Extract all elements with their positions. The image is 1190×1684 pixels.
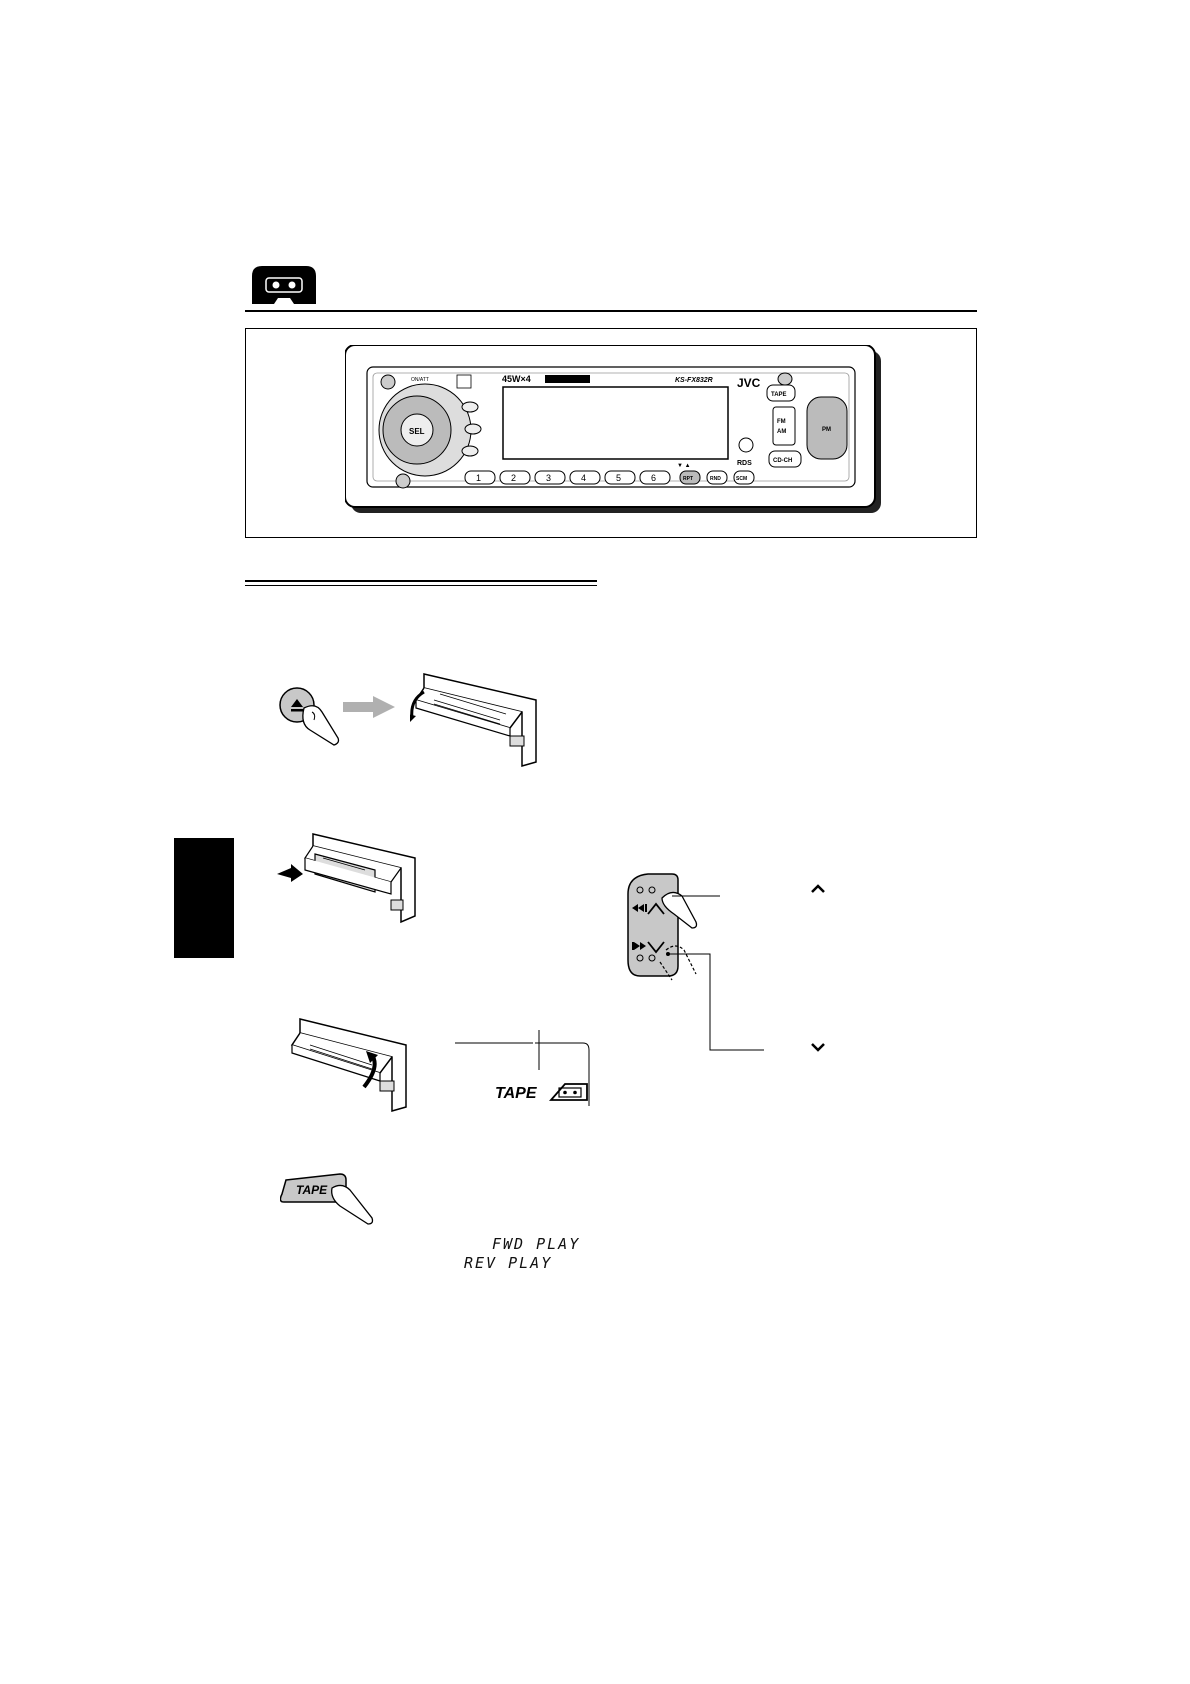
rds-label: RDS — [737, 460, 752, 467]
svg-text:RND: RND — [710, 476, 721, 482]
button-tape-text: TAPE — [296, 1183, 328, 1197]
svg-text:RPT: RPT — [683, 476, 693, 482]
svg-text:PM: PM — [822, 427, 831, 433]
ff-rew-control-illustration — [620, 870, 840, 1060]
cd-ch-label: CD-CH — [773, 458, 792, 464]
svg-text:1: 1 — [476, 473, 481, 483]
svg-text:▼ ▲: ▼ ▲ — [677, 463, 691, 469]
header-rule — [245, 310, 977, 312]
svg-text:FM: FM — [777, 419, 786, 425]
panel-close-illustration — [280, 1015, 420, 1115]
cassette-tab-icon — [252, 266, 316, 304]
svg-text:6: 6 — [651, 473, 656, 483]
display-callout-lines — [455, 1030, 595, 1110]
power-label: 45W×4 — [502, 374, 531, 384]
rev-play-display: REV PLAY — [464, 1254, 553, 1272]
section-side-tab — [174, 838, 234, 958]
section-rule — [245, 580, 597, 582]
insert-cassette-illustration — [275, 830, 425, 930]
panel-open-illustration — [408, 670, 550, 770]
svg-text:3: 3 — [546, 473, 551, 483]
eject-press-illustration — [270, 680, 350, 752]
svg-text:4: 4 — [581, 473, 586, 483]
right-arrow-icon — [343, 696, 395, 718]
tape-display-indicator: TAPE — [495, 1080, 590, 1104]
svg-text:AM: AM — [777, 429, 786, 435]
model-label: KS-FX832R — [675, 377, 713, 384]
radio-faceplate: ON/ATT SEL 45W×4 KS-FX832R JVC ▼ ▲ RDS T… — [344, 344, 885, 515]
display-tape-text: TAPE — [495, 1085, 538, 1102]
preset-buttons: 1 2 3 4 5 6 — [464, 470, 671, 485]
svg-text:5: 5 — [616, 473, 621, 483]
on-att-label: ON/ATT — [411, 377, 429, 383]
svg-text:SCM: SCM — [736, 476, 747, 482]
section-rule-thin — [245, 585, 597, 586]
tape-press-illustration: TAPE — [279, 1172, 375, 1232]
radio-figure-frame — [245, 328, 977, 538]
sel-label: SEL — [409, 427, 425, 436]
svg-text:2: 2 — [511, 473, 516, 483]
fwd-play-display: FWD PLAY — [492, 1235, 581, 1253]
tape-button-label: TAPE — [771, 392, 787, 398]
brand-label: JVC — [737, 376, 761, 390]
